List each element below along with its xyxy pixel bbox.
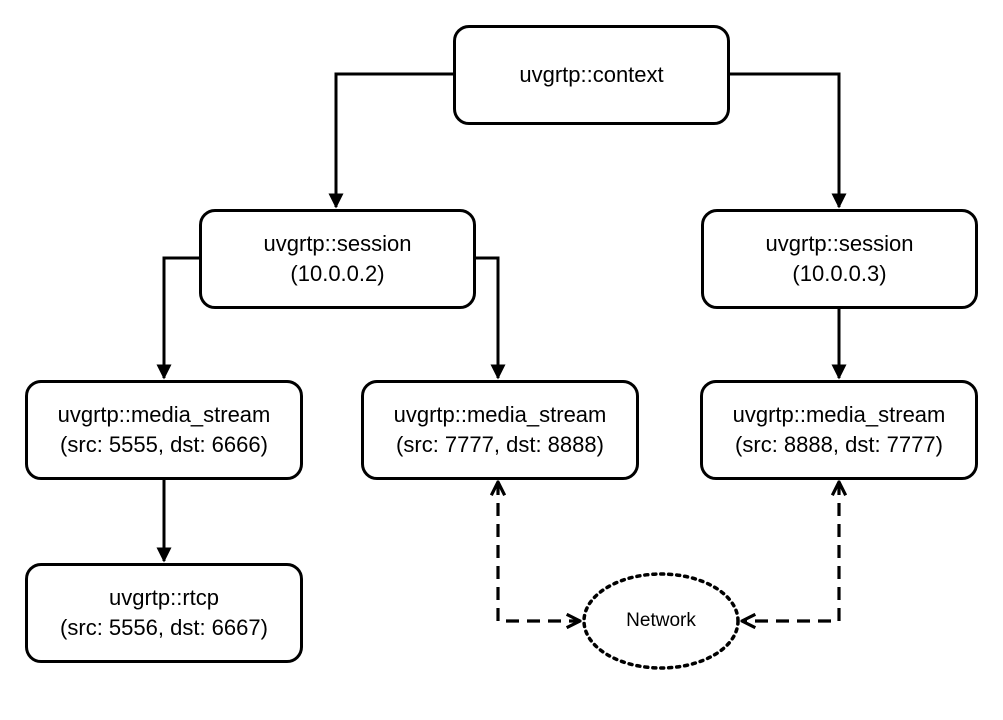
media-stream-node-b1: uvgrtp::media_stream (src: 8888, dst: 77… (700, 380, 978, 480)
edge-session-a-to-stream-a1 (156, 256, 200, 380)
stream-a2-title: uvgrtp::media_stream (393, 402, 607, 428)
network-label: Network (626, 610, 696, 631)
session-b-title: uvgrtp::session (765, 231, 914, 257)
edge-stream-a2-network (498, 482, 580, 621)
stream-a1-title: uvgrtp::media_stream (57, 402, 271, 428)
session-a-address: (10.0.0.2) (290, 261, 385, 286)
stream-a1-ports: (src: 5555, dst: 6666) (60, 432, 268, 457)
media-stream-node-a1: uvgrtp::media_stream (src: 5555, dst: 66… (25, 380, 303, 480)
stream-b1-title: uvgrtp::media_stream (732, 402, 946, 428)
context-label: uvgrtp::context (519, 62, 664, 88)
session-node-b: uvgrtp::session (10.0.0.3) (701, 209, 978, 309)
rtcp-ports: (src: 5556, dst: 6667) (60, 615, 268, 640)
context-node: uvgrtp::context (453, 25, 730, 125)
network-node (582, 572, 740, 670)
edge-context-to-session-b (729, 72, 847, 209)
rtcp-node: uvgrtp::rtcp (src: 5556, dst: 6667) (25, 563, 303, 663)
edge-session-a-to-stream-a2 (474, 256, 506, 380)
edge-context-to-session-a (328, 72, 453, 209)
stream-a2-ports: (src: 7777, dst: 8888) (396, 432, 604, 457)
rtcp-title: uvgrtp::rtcp (108, 585, 220, 611)
session-a-title: uvgrtp::session (263, 231, 412, 257)
session-node-a: uvgrtp::session (10.0.0.2) (199, 209, 476, 309)
stream-b1-ports: (src: 8888, dst: 7777) (735, 432, 943, 457)
session-b-address: (10.0.0.3) (792, 261, 887, 286)
media-stream-node-a2: uvgrtp::media_stream (src: 7777, dst: 88… (361, 380, 639, 480)
edge-stream-b1-network (742, 482, 839, 621)
